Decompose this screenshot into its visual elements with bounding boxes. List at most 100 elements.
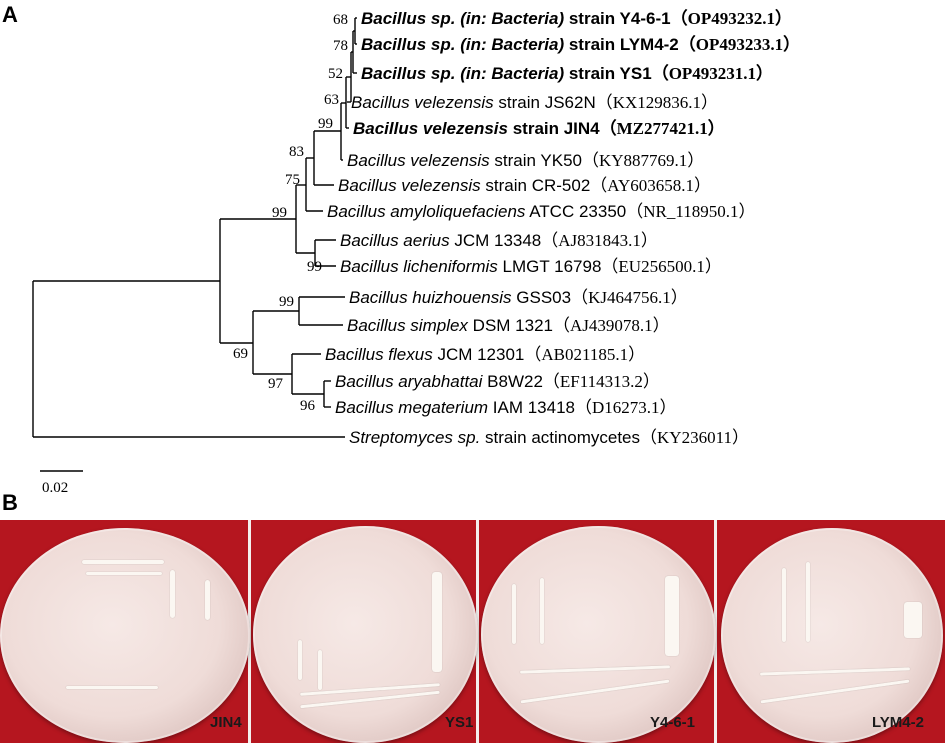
taxon-species: Bacillus velezensis: [353, 119, 508, 138]
colony-streak: [904, 602, 922, 638]
bootstrap-value: 97: [268, 376, 284, 392]
taxon-accession: （AB021185.1）: [524, 345, 645, 364]
taxon-accession: （EU256500.1）: [601, 257, 721, 276]
taxon-species: Streptomyces sp.: [349, 428, 480, 447]
taxon-label: Bacillus simplex DSM 1321（AJ439078.1）: [347, 316, 670, 335]
colony-streak: [540, 578, 544, 644]
taxon-species: Bacillus velezensis: [351, 93, 494, 112]
taxon-label: Bacillus licheniformis LMGT 16798（EU2565…: [340, 257, 722, 276]
taxon-label: Bacillus aryabhattai B8W22（EF114313.2）: [335, 372, 660, 391]
taxon-species: Bacillus amyloliquefaciens: [327, 202, 526, 221]
colony-streak: [170, 570, 175, 618]
taxon-strain: strain Y4-6-1: [564, 9, 670, 28]
bootstrap-value: 99: [279, 294, 294, 310]
bootstrap-value: 69: [233, 346, 248, 362]
taxon-label: Streptomyces sp. strain actinomycetes（KY…: [349, 428, 749, 447]
taxon-species: Bacillus aryabhattai: [335, 372, 484, 391]
bootstrap-value: 52: [328, 66, 343, 82]
taxon-accession: （OP493233.1）: [679, 34, 800, 54]
taxon-accession: （AJ831843.1）: [541, 231, 658, 250]
taxon-label: Bacillus sp. (in: Bacteria) strain Y4-6-…: [361, 8, 792, 28]
taxon-species: Bacillus aerius: [340, 231, 450, 250]
taxon-strain: strain CR-502: [481, 176, 591, 195]
plate-ys1: [253, 526, 478, 743]
taxon-strain: strain actinomycetes: [480, 428, 640, 447]
taxon-strain: strain YK50: [490, 151, 582, 170]
taxon-accession: （AY603658.1）: [590, 176, 711, 195]
plate-label-lym4-2: LYM4-2: [872, 714, 924, 731]
colony-streak: [806, 562, 810, 642]
bootstrap-value: 78: [333, 38, 348, 54]
colony-streak: [205, 580, 210, 620]
taxon-accession: （MZ277421.1）: [600, 118, 725, 138]
colony-streak: [665, 576, 679, 656]
taxon-label: Bacillus sp. (in: Bacteria) strain YS1（O…: [361, 63, 773, 83]
bootstrap-value: 99: [307, 259, 322, 275]
taxon-strain: LMGT 16798: [498, 257, 602, 276]
taxon-strain: JCM 13348: [450, 231, 542, 250]
tree-bootstrap-values: 68 78 52 63 99 83 75 99 99 99 69 97 96: [233, 12, 348, 414]
colony-streak: [512, 584, 516, 644]
taxon-species: Bacillus sp. (in: Bacteria): [361, 64, 564, 83]
taxon-species: Bacillus flexus: [325, 345, 433, 364]
colony-streak: [318, 650, 322, 690]
taxon-label: Bacillus aerius JCM 13348（AJ831843.1）: [340, 231, 658, 250]
taxon-strain: strain LYM4-2: [564, 35, 679, 54]
taxon-accession: （AJ439078.1）: [553, 316, 670, 335]
bootstrap-value: 63: [324, 92, 339, 108]
taxon-label: Bacillus megaterium IAM 13418（D16273.1）: [335, 398, 677, 417]
taxon-accession: （OP493232.1）: [671, 8, 792, 28]
plate-y4-6-1: [481, 526, 716, 743]
taxon-species: Bacillus huizhouensis: [349, 288, 512, 307]
taxon-label: Bacillus velezensis strain JS62N（KX12983…: [351, 93, 718, 112]
taxon-species: Bacillus velezensis: [338, 176, 481, 195]
plate-label-ys1: YS1: [445, 714, 474, 731]
taxon-label: Bacillus amyloliquefaciens ATCC 23350（NR…: [327, 202, 755, 221]
taxon-label: Bacillus sp. (in: Bacteria) strain LYM4-…: [361, 34, 800, 54]
panel-b-label: B: [2, 490, 18, 515]
bootstrap-value: 99: [272, 205, 287, 221]
taxon-accession: （KY236011）: [640, 428, 749, 447]
taxon-strain: strain JIN4: [508, 119, 600, 138]
taxon-accession: （EF114313.2）: [543, 372, 660, 391]
bootstrap-value: 99: [318, 116, 333, 132]
phylogenetic-tree: Bacillus sp. (in: Bacteria) strain Y4-6-…: [32, 8, 800, 496]
taxon-label: Bacillus velezensis strain CR-502（AY6036…: [338, 176, 711, 195]
taxon-species: Bacillus simplex: [347, 316, 468, 335]
taxon-strain: IAM 13418: [488, 398, 575, 417]
taxon-strain: DSM 1321: [468, 316, 553, 335]
colony-streak: [66, 686, 158, 689]
plate-label-jin4: JIN4: [210, 714, 242, 731]
scale-bar-label: 0.02: [42, 480, 68, 496]
taxon-strain: ATCC 23350: [525, 202, 626, 221]
taxon-strain: GSS03: [512, 288, 572, 307]
taxon-label: Bacillus flexus JCM 12301（AB021185.1）: [325, 345, 645, 364]
tree-branches: [32, 17, 357, 438]
taxon-label: Bacillus velezensis strain YK50（KY887769…: [347, 151, 704, 170]
taxon-label: Bacillus huizhouensis GSS03（KJ464756.1）: [349, 288, 688, 307]
panel-a-label: A: [2, 2, 18, 27]
taxon-strain: strain YS1: [564, 64, 652, 83]
tree-taxon-labels: Bacillus sp. (in: Bacteria) strain Y4-6-…: [325, 8, 800, 447]
taxon-species: Bacillus velezensis: [347, 151, 490, 170]
taxon-species: Bacillus sp. (in: Bacteria): [361, 35, 564, 54]
culture-plates-photo: JIN4 YS1 Y4-6-1 LYM4-2: [0, 520, 945, 743]
taxon-species: Bacillus megaterium: [335, 398, 488, 417]
taxon-accession: （KJ464756.1）: [571, 288, 688, 307]
colony-streak: [86, 572, 162, 575]
taxon-strain: strain JS62N: [494, 93, 596, 112]
taxon-label: Bacillus velezensis strain JIN4（MZ277421…: [353, 118, 725, 138]
taxon-accession: （KY887769.1）: [582, 151, 704, 170]
colony-streak: [432, 572, 442, 672]
plate-label-y4-6-1: Y4-6-1: [650, 714, 696, 731]
taxon-strain: JCM 12301: [433, 345, 525, 364]
bootstrap-value: 68: [333, 12, 348, 28]
taxon-accession: （OP493231.1）: [652, 63, 773, 83]
bootstrap-value: 75: [285, 172, 300, 188]
taxon-accession: （NR_118950.1）: [626, 202, 755, 221]
taxon-accession: （KX129836.1）: [596, 93, 718, 112]
scale-bar: 0.02: [40, 470, 83, 496]
bootstrap-value: 83: [289, 144, 304, 160]
taxon-species: Bacillus licheniformis: [340, 257, 498, 276]
bootstrap-value: 96: [300, 398, 316, 414]
